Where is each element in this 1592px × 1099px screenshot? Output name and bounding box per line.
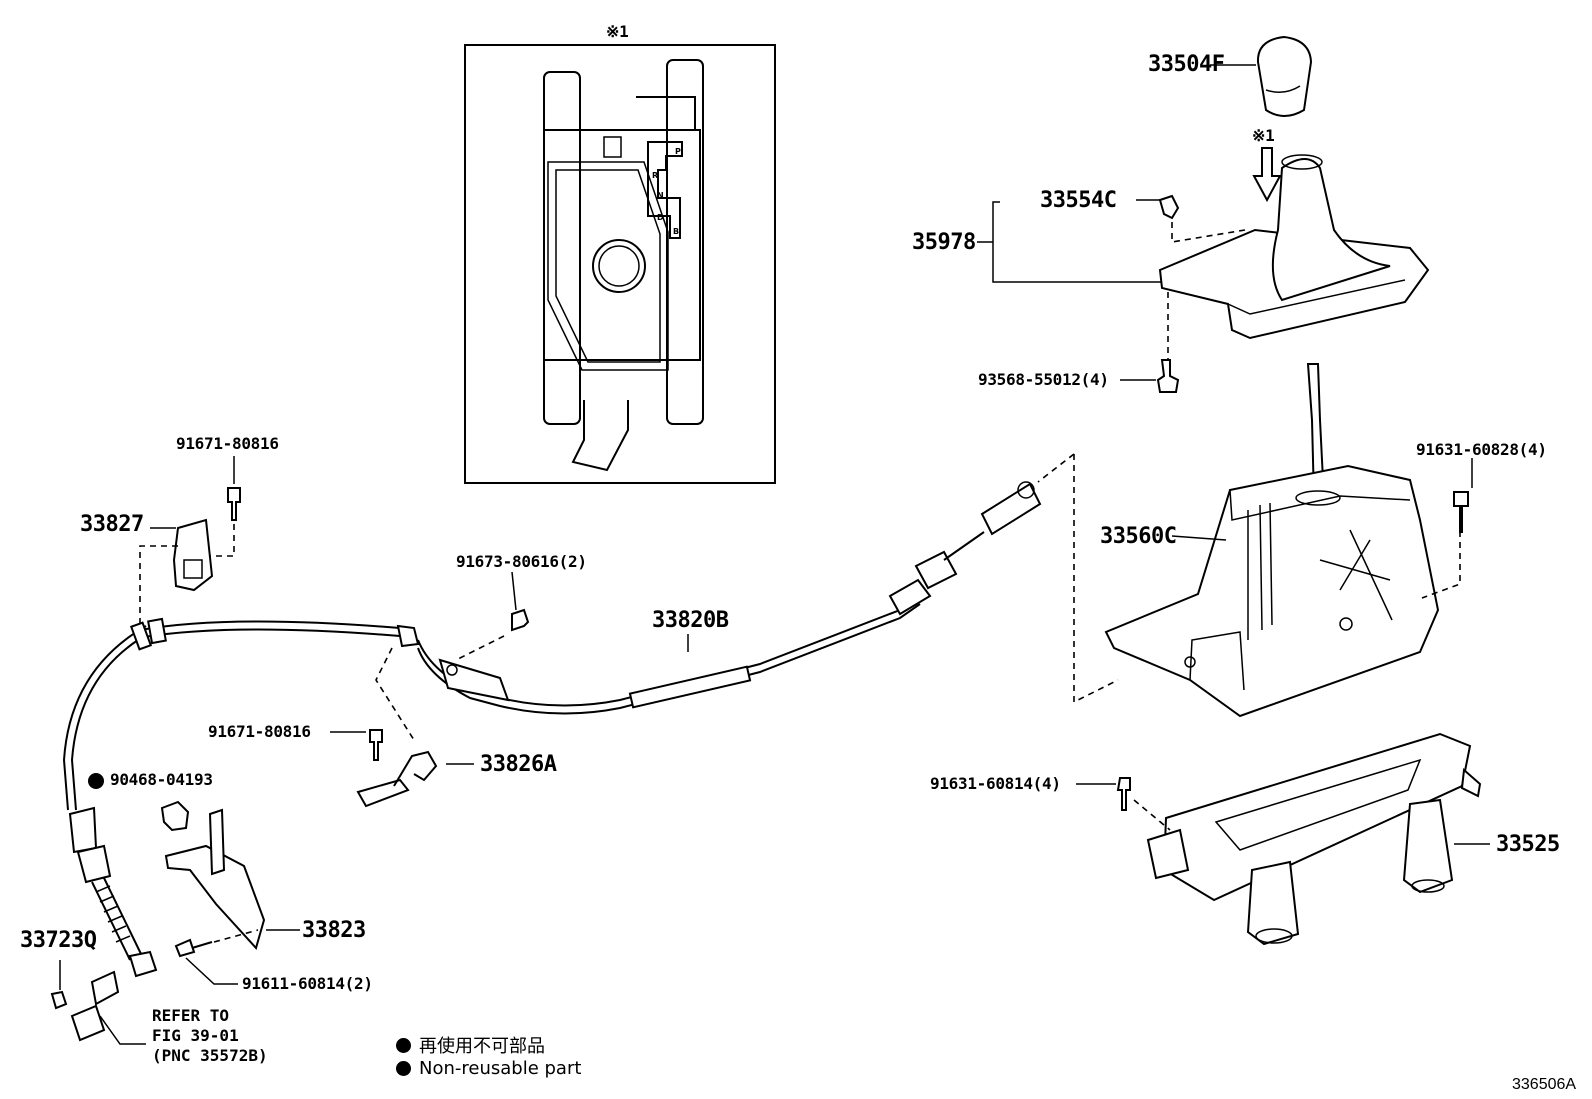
shift-gate-inset: P R N D B: [464, 44, 776, 484]
legend-japanese: 再使用不可部品: [396, 1032, 545, 1058]
shift-boot-housing: [977, 154, 1430, 393]
gate-letter-b: B: [673, 227, 679, 236]
gate-letter-r: R: [652, 171, 658, 180]
legend-english-text: Non-reusable part: [419, 1058, 582, 1079]
part-label-93568-55012: 93568-55012(4): [978, 370, 1109, 389]
part-label-33560C: 33560C: [1100, 524, 1177, 549]
shift-knob-part: [1210, 35, 1313, 117]
part-label-91631-60814: 91631-60814(4): [930, 774, 1061, 793]
gate-letter-d: D: [657, 213, 664, 222]
part-label-91671-80816-top: 91671-80816: [176, 434, 279, 453]
transmission-control-cable: [62, 481, 1042, 811]
part-label-33820B: 33820B: [652, 608, 729, 633]
legend-english: Non-reusable part: [396, 1058, 581, 1079]
shift-lever-base-frame: [1076, 732, 1490, 946]
figure-id: 336506A: [1512, 1076, 1577, 1093]
inset-marker-label: ※1: [606, 22, 629, 41]
part-label-91631-60828: 91631-60828(4): [1416, 440, 1547, 459]
refer-note-line-1: REFER TO: [152, 1006, 230, 1025]
part-label-90468-04193: 90468-04193: [110, 770, 213, 789]
part-label-33823: 33823: [302, 918, 366, 943]
part-label-33504F: 33504F: [1148, 52, 1225, 77]
part-label-33826A: 33826A: [480, 752, 557, 777]
refer-note-line-2: FIG 39-01: [152, 1026, 239, 1045]
non-reusable-dot-icon: [396, 1061, 411, 1076]
part-label-91671-80816-mid: 91671-80816: [208, 722, 311, 741]
shifter-marker-label: ※1: [1252, 126, 1275, 145]
gate-letter-n: N: [657, 191, 664, 200]
part-label-91611-60814: 91611-60814(2): [242, 974, 373, 993]
cable-hardware: [139, 456, 530, 808]
view-arrow: [1252, 147, 1282, 203]
part-label-33554C: 33554C: [1040, 188, 1117, 213]
part-label-33525: 33525: [1496, 832, 1560, 857]
refer-note-line-3: (PNC 35572B): [152, 1046, 268, 1065]
cable-bracket-assembly: [50, 773, 300, 1045]
non-reusable-dot-icon: [396, 1037, 411, 1053]
shift-lever-assembly: [1037, 363, 1473, 718]
legend-japanese-text: 再使用不可部品: [419, 1036, 545, 1057]
refer-note: REFER TO FIG 39-01 (PNC 35572B): [152, 1006, 268, 1066]
part-label-33827: 33827: [80, 512, 144, 537]
part-label-91673-80616: 91673-80616(2): [456, 552, 587, 571]
part-label-33723Q: 33723Q: [20, 928, 97, 953]
part-label-35978: 35978: [912, 230, 976, 255]
gate-letter-p: P: [675, 147, 681, 156]
